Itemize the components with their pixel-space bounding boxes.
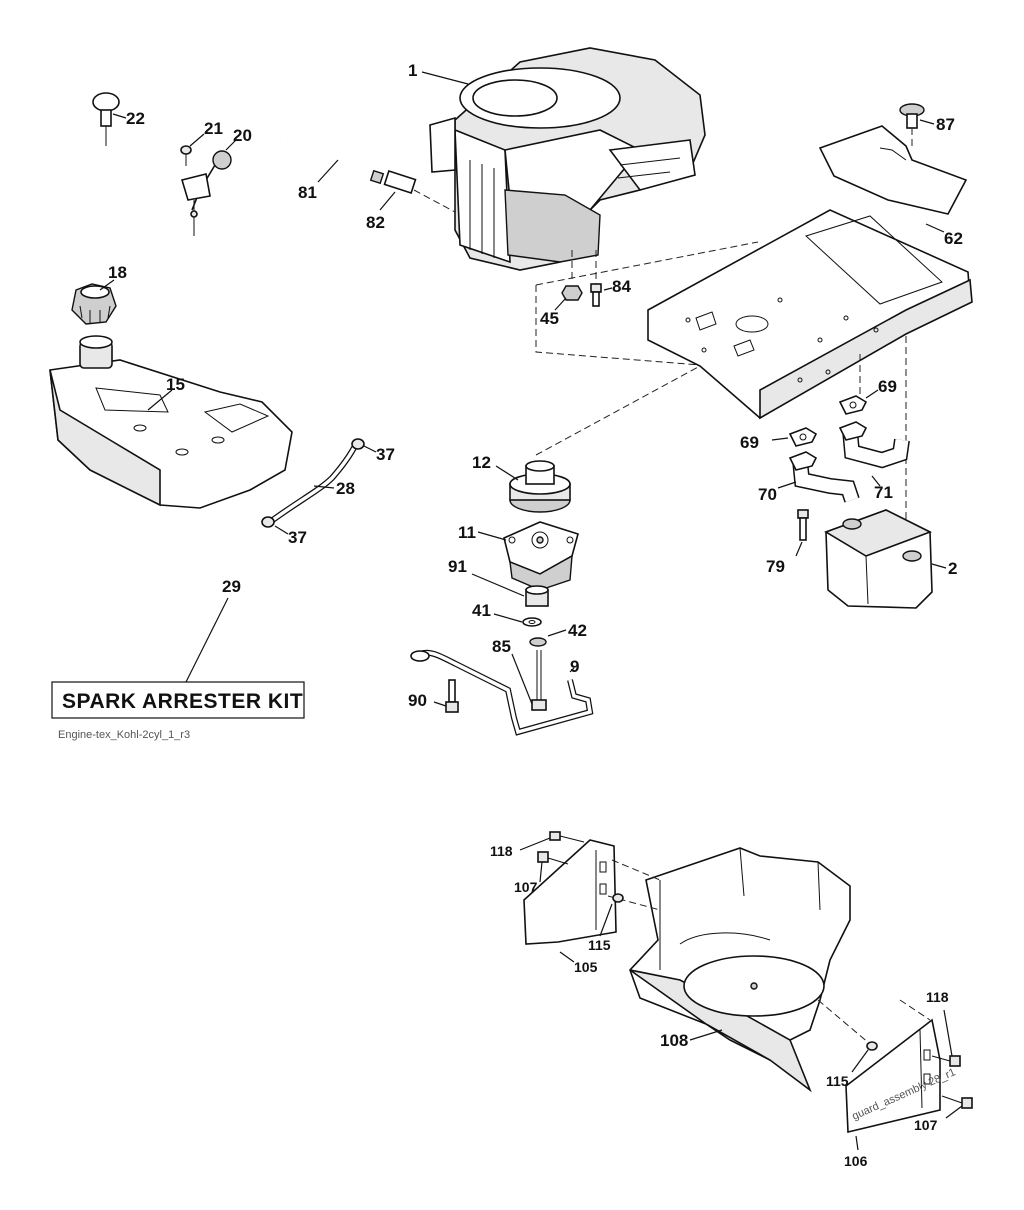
- callout-70: 70: [758, 485, 777, 504]
- spark-arrester-kit-box: [51, 681, 305, 719]
- fuel-line-part-81: [287, 137, 394, 181]
- knob-part-87: [899, 103, 925, 150]
- throttle-control-part-20: [180, 150, 232, 236]
- washer-part-115-right: [866, 1041, 878, 1051]
- bolt-part-79: [797, 509, 809, 541]
- callout-118-left: 118: [490, 843, 513, 859]
- callout-108: 108: [660, 1031, 688, 1050]
- nut-part-45: [561, 285, 583, 301]
- exhaust-pipe-part-71: [838, 421, 910, 469]
- bolt-part-118-right: [931, 1055, 961, 1067]
- drawing-id: Engine-tex_Kohl-2cyl_1_r3: [58, 729, 190, 741]
- washer-part-115-left: [612, 893, 624, 903]
- callout-37-upper: 37: [376, 445, 395, 464]
- callout-28: 28: [336, 479, 355, 498]
- washer-part-41: [522, 617, 542, 627]
- fuel-cap-part-18: [71, 283, 117, 325]
- callout-106: 106: [844, 1153, 868, 1169]
- callout-69-left: 69: [740, 433, 759, 452]
- spacer-part-91: [525, 585, 549, 607]
- callout-22: 22: [126, 109, 145, 128]
- callout-20: 20: [233, 126, 252, 145]
- callout-90: 90: [408, 691, 427, 710]
- fuel-tank-part-15: [49, 335, 293, 509]
- bolt-part-118-left: [549, 831, 585, 843]
- callout-12: 12: [472, 453, 491, 472]
- callout-87: 87: [936, 115, 955, 134]
- callout-15: 15: [166, 375, 185, 394]
- pulley-part-12: [509, 460, 571, 513]
- bolt-part-107-left: [537, 851, 569, 865]
- callout-105: 105: [574, 959, 598, 975]
- callout-45: 45: [540, 309, 559, 328]
- guard-housing-part-108: [629, 847, 851, 1093]
- callout-18: 18: [108, 263, 127, 282]
- fuel-filter-part-82: [369, 169, 456, 213]
- callout-71: 71: [874, 483, 893, 502]
- callout-62: 62: [944, 229, 963, 248]
- gasket-part-69-left: [788, 427, 818, 447]
- bolt-part-107-right: [941, 1095, 973, 1109]
- callout-29: 29: [222, 577, 241, 596]
- callout-81: 81: [298, 183, 317, 202]
- side-plate-part-105: [523, 839, 617, 945]
- knob-part-22: [92, 92, 120, 146]
- frame-plate: [647, 209, 973, 420]
- callout-9: 9: [570, 657, 579, 676]
- callout-11: 11: [458, 523, 476, 542]
- callout-85: 85: [492, 637, 511, 656]
- exhaust-pipe-part-70: [788, 451, 860, 503]
- callout-37-lower: 37: [288, 528, 307, 547]
- bolt-part-84: [590, 283, 602, 307]
- callout-115-right: 115: [826, 1073, 849, 1089]
- callout-21: 21: [204, 119, 223, 138]
- hose-clamp-part-37-upper: [351, 438, 365, 450]
- bolt-part-90: [445, 679, 459, 713]
- clutch-part-11: [503, 521, 579, 591]
- callout-84: 84: [612, 277, 631, 296]
- callout-82: 82: [366, 213, 385, 232]
- callout-79: 79: [766, 557, 785, 576]
- side-plate-part-106: guard_assembly 28_r1: [845, 1018, 957, 1134]
- bracket-part-9: [410, 649, 594, 736]
- callout-91: 91: [448, 557, 467, 576]
- lock-washer-part-42: [529, 637, 547, 647]
- callout-42: 42: [568, 621, 587, 640]
- hose-clamp-part-37-lower: [261, 516, 275, 528]
- gasket-part-69-right: [838, 395, 868, 415]
- spark-arrester-kit-label: SPARK ARRESTER KIT: [62, 690, 303, 713]
- muffler-part-2: [824, 509, 933, 609]
- fuel-hose-part-28: [268, 442, 359, 525]
- callout-115-left: 115: [588, 937, 611, 953]
- callout-2: 2: [948, 559, 957, 578]
- callout-69-right: 69: [878, 377, 897, 396]
- engine-part-1: [429, 47, 706, 271]
- callout-118-right: 118: [926, 989, 949, 1005]
- callout-107-right: 107: [914, 1117, 938, 1133]
- callout-41: 41: [472, 601, 491, 620]
- screw-part-21: [180, 145, 192, 166]
- callout-1: 1: [408, 61, 417, 80]
- bolt-part-85: [531, 650, 547, 711]
- callout-107-left: 107: [514, 879, 538, 895]
- heat-shield-part-62: [818, 125, 968, 215]
